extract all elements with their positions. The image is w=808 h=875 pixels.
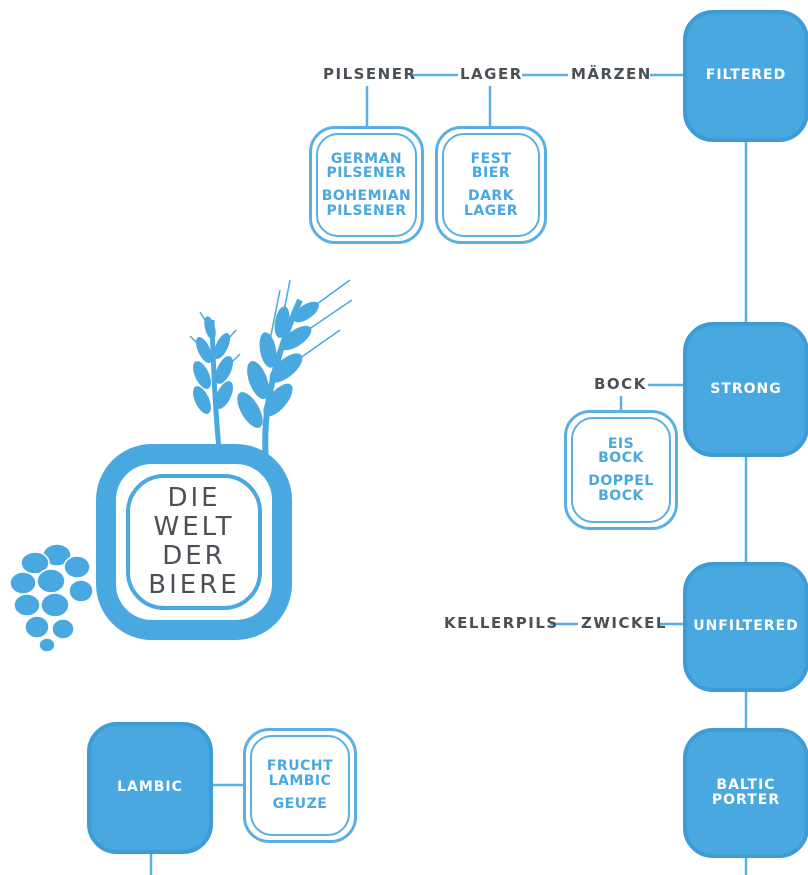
- box-lambic-types: FRUCHT LAMBIC GEUZE: [243, 728, 357, 843]
- label-bock: BOCK: [594, 375, 647, 393]
- wheat-icon: [189, 279, 353, 461]
- box-pilsener-line-2: PILSENER: [326, 165, 407, 182]
- node-baltic-porter: BALTIC PORTER: [683, 728, 808, 858]
- box-bock-types: EIS BOCK DOPPEL BOCK: [564, 410, 678, 530]
- box-lager-line-4: LAGER: [463, 202, 519, 219]
- node-unfiltered-label: UNFILTERED: [693, 618, 799, 635]
- box-bock-line-3: DOPPEL: [588, 473, 654, 489]
- box-bock-line-2: BOCK: [598, 450, 644, 467]
- title-inner: DIE WELT DER BIERE: [126, 474, 262, 610]
- box-pilsener-line-3: BOHEMIAN: [321, 188, 412, 204]
- label-maerzen: MÄRZEN: [571, 65, 652, 83]
- node-baltic-porter-line-2: PORTER: [711, 792, 781, 808]
- label-lager: LAGER: [460, 65, 523, 83]
- title-line-3: DER: [162, 541, 226, 571]
- title-frame: DIE WELT DER BIERE: [96, 444, 292, 640]
- box-pilsener-line-1: GERMAN: [330, 150, 403, 167]
- box-lager-line-2: BIER: [471, 165, 511, 182]
- node-strong: STRONG: [683, 322, 808, 457]
- label-pilsener: PILSENER: [323, 65, 417, 83]
- label-zwickel: ZWICKEL: [581, 614, 667, 632]
- box-lager-line-1: FEST: [470, 150, 512, 167]
- title-line-2: WELT: [153, 511, 235, 542]
- box-pilsener-types: GERMAN PILSENER BOHEMIAN PILSENER: [309, 126, 424, 244]
- title-line-1: DIE: [167, 482, 221, 513]
- node-strong-label: STRONG: [710, 380, 782, 397]
- box-pilsener-line-4: PILSENER: [326, 202, 407, 219]
- label-kellerpils: KELLERPILS: [444, 614, 559, 632]
- box-lager-types: FEST BIER DARK LAGER: [435, 126, 547, 244]
- box-bock-line-1: EIS: [607, 435, 635, 452]
- node-lambic: LAMBIC: [87, 722, 213, 854]
- title-line-4: BIERE: [148, 570, 240, 601]
- box-lambic-line-2: LAMBIC: [268, 773, 332, 790]
- box-lambic-line-1: FRUCHT: [266, 758, 334, 775]
- node-unfiltered: UNFILTERED: [683, 562, 808, 692]
- box-lambic-line-3: GEUZE: [272, 795, 328, 812]
- node-baltic-porter-line-1: BALTIC: [716, 776, 776, 793]
- hop-icon: [9, 543, 94, 653]
- node-lambic-label: LAMBIC: [117, 779, 183, 796]
- node-filtered-label: FILTERED: [705, 67, 787, 84]
- box-lager-line-3: DARK: [467, 188, 515, 204]
- node-filtered: FILTERED: [683, 10, 808, 142]
- box-bock-line-4: BOCK: [598, 487, 644, 504]
